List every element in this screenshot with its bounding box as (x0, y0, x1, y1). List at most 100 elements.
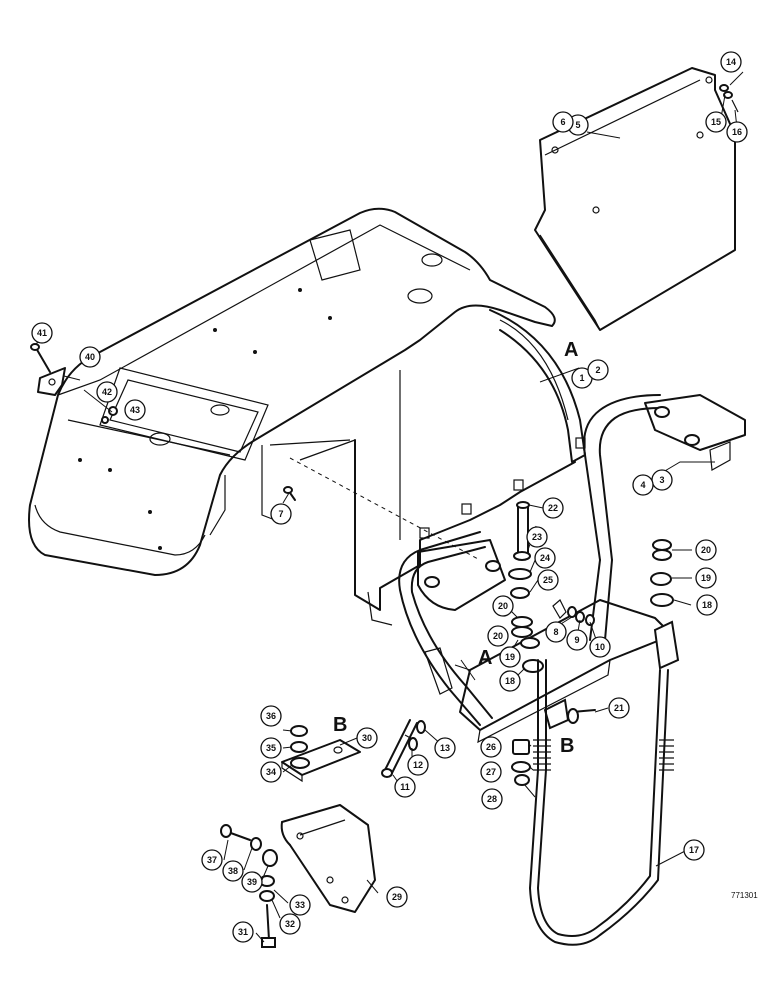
svg-text:10: 10 (595, 642, 605, 652)
callout-42: 42 (96, 381, 118, 403)
svg-text:2: 2 (595, 365, 600, 375)
svg-text:36: 36 (266, 711, 276, 721)
callout-16: 16 (726, 121, 748, 143)
svg-text:3: 3 (659, 475, 664, 485)
mounting-frame (367, 394, 746, 744)
svg-text:41: 41 (37, 328, 47, 338)
svg-text:29: 29 (392, 892, 402, 902)
nut-stack (511, 739, 531, 786)
u-bolt (529, 659, 674, 946)
svg-text:6: 6 (560, 117, 565, 127)
bolt-7 (283, 486, 296, 501)
svg-text:26: 26 (486, 742, 496, 752)
callout-31: 31 (232, 921, 254, 943)
callout-20c: 20 (487, 625, 509, 647)
fastener-14 (719, 84, 739, 113)
svg-text:19: 19 (505, 652, 515, 662)
svg-text:23: 23 (532, 532, 542, 542)
callout-34: 34 (260, 761, 282, 783)
callout-24: 24 (534, 547, 556, 569)
svg-text:33: 33 (295, 900, 305, 910)
svg-text:35: 35 (266, 743, 276, 753)
svg-text:11: 11 (400, 782, 410, 792)
bracket-29 (220, 725, 376, 948)
callout-40: 40 (79, 346, 101, 368)
callout-19a: 19 (695, 567, 717, 589)
svg-text:19: 19 (701, 573, 711, 583)
callout-3: 3 (651, 469, 673, 491)
svg-text:8: 8 (553, 627, 558, 637)
svg-text:15: 15 (711, 117, 721, 127)
svg-text:32: 32 (285, 919, 295, 929)
svg-text:34: 34 (266, 767, 276, 777)
callouts: 1 2 3 4 5 6 7 8 9 10 11 12 13 14 15 16 1… (31, 51, 748, 943)
callout-20a: 20 (695, 539, 717, 561)
callout-10: 10 (589, 636, 611, 658)
section-letter-b-right: B (560, 735, 574, 757)
svg-text:18: 18 (505, 676, 515, 686)
callout-19b: 19 (499, 646, 521, 668)
callout-25: 25 (537, 569, 559, 591)
callout-36: 36 (260, 705, 282, 727)
callout-18b: 18 (499, 670, 521, 692)
callout-41: 41 (31, 322, 53, 344)
bolt-11 (381, 719, 426, 778)
callout-35: 35 (260, 737, 282, 759)
section-letter-a-lower: A (478, 647, 492, 669)
callout-11: 11 (394, 776, 416, 798)
svg-text:20: 20 (498, 601, 508, 611)
callout-6: 6 (552, 111, 574, 133)
svg-text:43: 43 (130, 405, 140, 415)
svg-text:31: 31 (238, 927, 248, 937)
reference-code: 771301 (731, 891, 758, 900)
svg-text:5: 5 (575, 120, 580, 130)
callout-12: 12 (407, 754, 429, 776)
svg-text:27: 27 (486, 767, 496, 777)
svg-text:1: 1 (579, 373, 584, 383)
callout-26: 26 (480, 736, 502, 758)
shield-plate (534, 67, 736, 331)
callout-2: 2 (587, 359, 609, 381)
svg-text:42: 42 (102, 387, 112, 397)
svg-text:24: 24 (540, 553, 550, 563)
callout-27: 27 (480, 761, 502, 783)
callout-17: 17 (683, 839, 705, 861)
svg-text:28: 28 (487, 794, 497, 804)
svg-text:38: 38 (228, 866, 238, 876)
callout-13: 13 (434, 737, 456, 759)
svg-text:4: 4 (640, 480, 645, 490)
svg-text:17: 17 (689, 845, 699, 855)
hardware-stack (508, 501, 674, 724)
callout-22: 22 (542, 497, 564, 519)
callout-39: 39 (241, 871, 263, 893)
callout-9: 9 (566, 629, 588, 651)
section-letter-b-left: B (333, 714, 347, 736)
callout-29: 29 (386, 886, 408, 908)
svg-text:20: 20 (701, 545, 711, 555)
callout-20b: 20 (492, 595, 514, 617)
callout-33: 33 (289, 894, 311, 916)
svg-text:16: 16 (732, 127, 742, 137)
callout-4: 4 (632, 474, 654, 496)
svg-text:22: 22 (548, 503, 558, 513)
callout-7: 7 (270, 503, 292, 525)
clip-40 (30, 343, 118, 424)
callout-28: 28 (481, 788, 503, 810)
svg-text:12: 12 (413, 760, 423, 770)
svg-text:9: 9 (574, 635, 579, 645)
callout-23: 23 (526, 526, 548, 548)
svg-text:18: 18 (702, 600, 712, 610)
svg-text:39: 39 (247, 877, 257, 887)
leader-lines (35, 71, 744, 943)
callout-18a: 18 (696, 594, 718, 616)
callout-43: 43 (124, 399, 146, 421)
callout-32: 32 (279, 913, 301, 935)
section-letter-a-upper: A (564, 339, 578, 361)
svg-text:20: 20 (493, 631, 503, 641)
svg-text:30: 30 (362, 733, 372, 743)
svg-text:25: 25 (543, 575, 553, 585)
svg-text:37: 37 (207, 855, 217, 865)
callout-14: 14 (720, 51, 742, 73)
callout-37: 37 (201, 849, 223, 871)
